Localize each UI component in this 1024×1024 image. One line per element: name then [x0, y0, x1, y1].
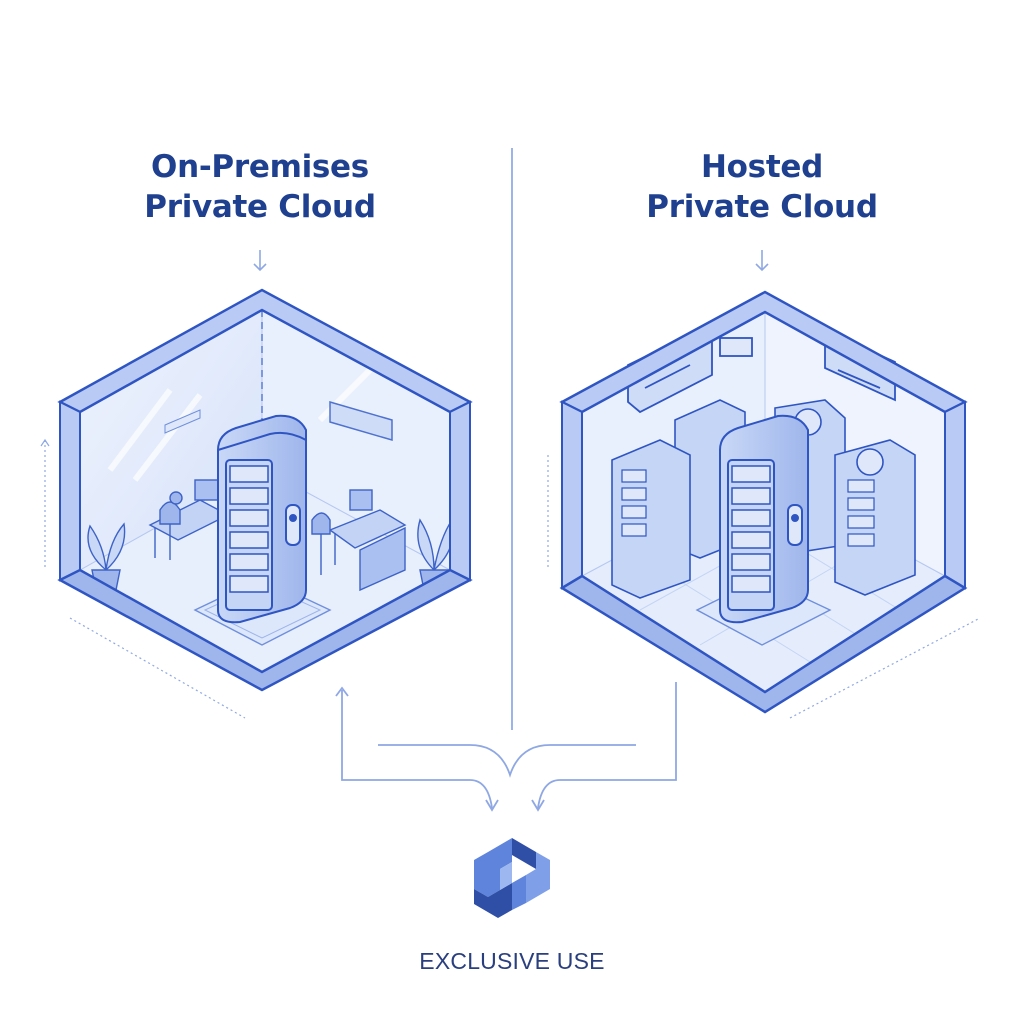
on-premises-title: On-Premises Private Cloud — [110, 147, 410, 227]
on-premises-title-line2: Private Cloud — [144, 189, 376, 225]
on-premises-title-line1: On-Premises — [151, 149, 369, 185]
hosted-title-line1: Hosted — [701, 149, 823, 185]
arrow-down-icon-left — [253, 250, 267, 272]
interlocking-hexagon-logo-icon — [474, 838, 550, 918]
hosted-title: Hosted Private Cloud — [612, 147, 912, 227]
arrow-down-icon-right — [755, 250, 769, 272]
hosted-datacenter-illustration — [547, 290, 981, 719]
converging-connectors — [335, 682, 677, 812]
hosted-title-line2: Private Cloud — [646, 189, 878, 225]
on-premises-room-illustration — [40, 288, 473, 719]
exclusive-use-label: EXCLUSIVE USE — [419, 948, 605, 974]
